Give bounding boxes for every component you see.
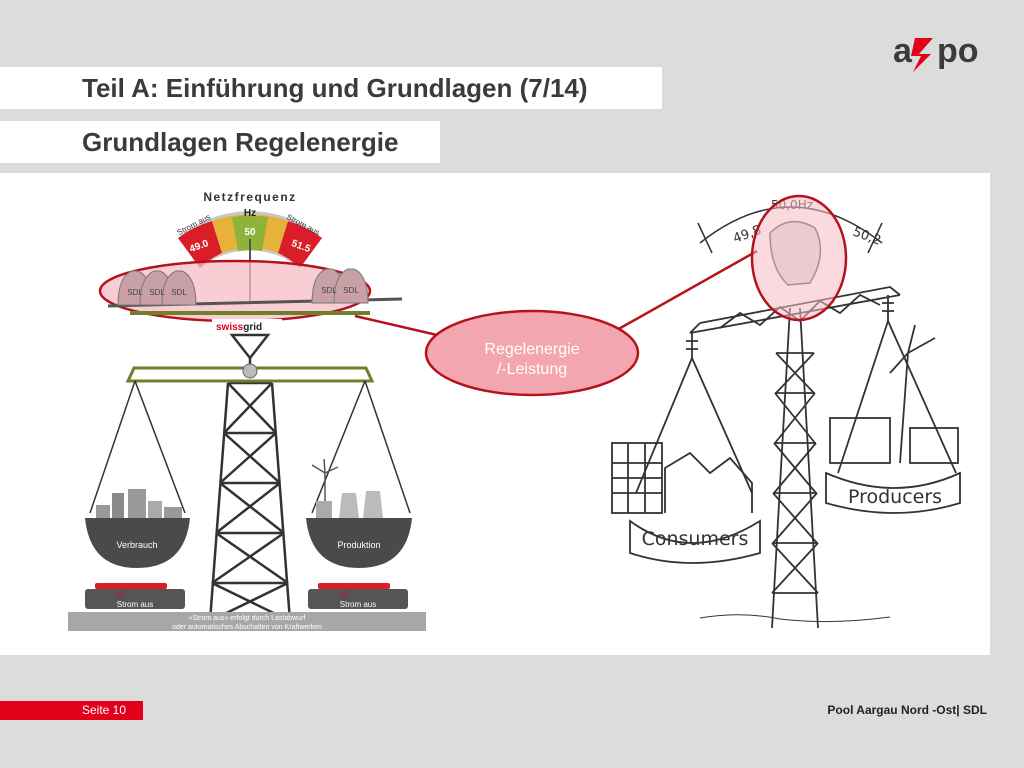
consumers-label: Consumers xyxy=(642,528,749,550)
sdl-weight-label: SDL xyxy=(343,286,359,295)
slide-title: Teil A: Einführung und Grundlagen (7/14) xyxy=(0,67,662,109)
sdl-weight-label: SDL xyxy=(171,288,187,297)
page-number-badge: Seite 10 xyxy=(0,701,143,720)
producers-label: Producers xyxy=(848,486,942,508)
gauge-center-segment xyxy=(232,215,268,251)
consumption-pan: Verbrauch xyxy=(85,489,190,568)
callout-connector-right xyxy=(607,249,758,337)
pan-label-produktion: Produktion xyxy=(337,540,380,550)
footer-text: Pool Aargau Nord -Ost| SDL xyxy=(827,703,987,717)
gauge-low-segment xyxy=(178,221,222,268)
callout-line1: Regelenergie xyxy=(484,341,580,358)
pivot xyxy=(242,363,258,379)
axpo-logo: a po xyxy=(893,32,979,72)
gauge-mid-value: 50 xyxy=(244,227,256,238)
swissgrid-logo: swissgrid xyxy=(216,322,262,333)
svg-text:⏻: ⏻ xyxy=(116,590,123,600)
callout-text: Regelenergie /-Leistung xyxy=(423,340,641,380)
diagram-panel: Netzfrequenz Hz 50 49.0 51.5 Strom aus S… xyxy=(0,173,990,655)
gauge-high-segment xyxy=(278,221,322,268)
svg-text:po: po xyxy=(937,32,979,70)
production-pan: Produktion xyxy=(306,458,412,568)
gauge-unit: Hz xyxy=(244,208,256,219)
scale-base xyxy=(68,612,426,631)
callout-bubble xyxy=(424,309,640,397)
button-label-strom-aus: Strom aus xyxy=(117,600,153,609)
base-note-line2: oder automatisches Abschalten von Kraftw… xyxy=(172,624,322,631)
sdl-weights-left: SDL SDL SDL xyxy=(117,270,197,306)
callout-line2: /-Leistung xyxy=(496,361,568,378)
main-beam xyxy=(125,366,375,383)
svg-text:⏻: ⏻ xyxy=(341,590,348,600)
left-balance-diagram: Netzfrequenz Hz 50 49.0 51.5 Strom aus S… xyxy=(68,190,426,631)
sketch-gauge-right: 50,2 xyxy=(851,225,883,249)
svg-text:a: a xyxy=(893,32,913,70)
callout-connector-left xyxy=(354,314,451,340)
diagram-canvas: Netzfrequenz Hz 50 49.0 51.5 Strom aus S… xyxy=(68,190,961,631)
strom-aus-button-left: ⏻ Strom aus xyxy=(85,583,185,609)
right-balance-sketch xyxy=(611,206,961,629)
pan-strings xyxy=(89,380,411,514)
base-note-line1: «Strom aus» erfolgt durch Lastabwurf xyxy=(189,615,306,622)
sdl-weight-label: SDL xyxy=(127,288,143,297)
sdl-weights-right: SDL SDL xyxy=(311,268,369,304)
gauge-title: Netzfrequenz xyxy=(203,190,296,204)
gauge-highlight-circle xyxy=(750,194,848,322)
sdl-weight-label: SDL xyxy=(149,288,165,297)
pan-label-verbrauch: Verbrauch xyxy=(116,540,157,550)
slide-subtitle: Grundlagen Regelenergie xyxy=(0,121,440,163)
sdl-weight-label: SDL xyxy=(321,286,337,295)
swissgrid-label-bg xyxy=(212,319,282,333)
left-tower xyxy=(208,333,292,623)
strom-aus-button-right: ⏻ Strom aus xyxy=(308,583,408,609)
button-label-strom-aus: Strom aus xyxy=(340,600,376,609)
